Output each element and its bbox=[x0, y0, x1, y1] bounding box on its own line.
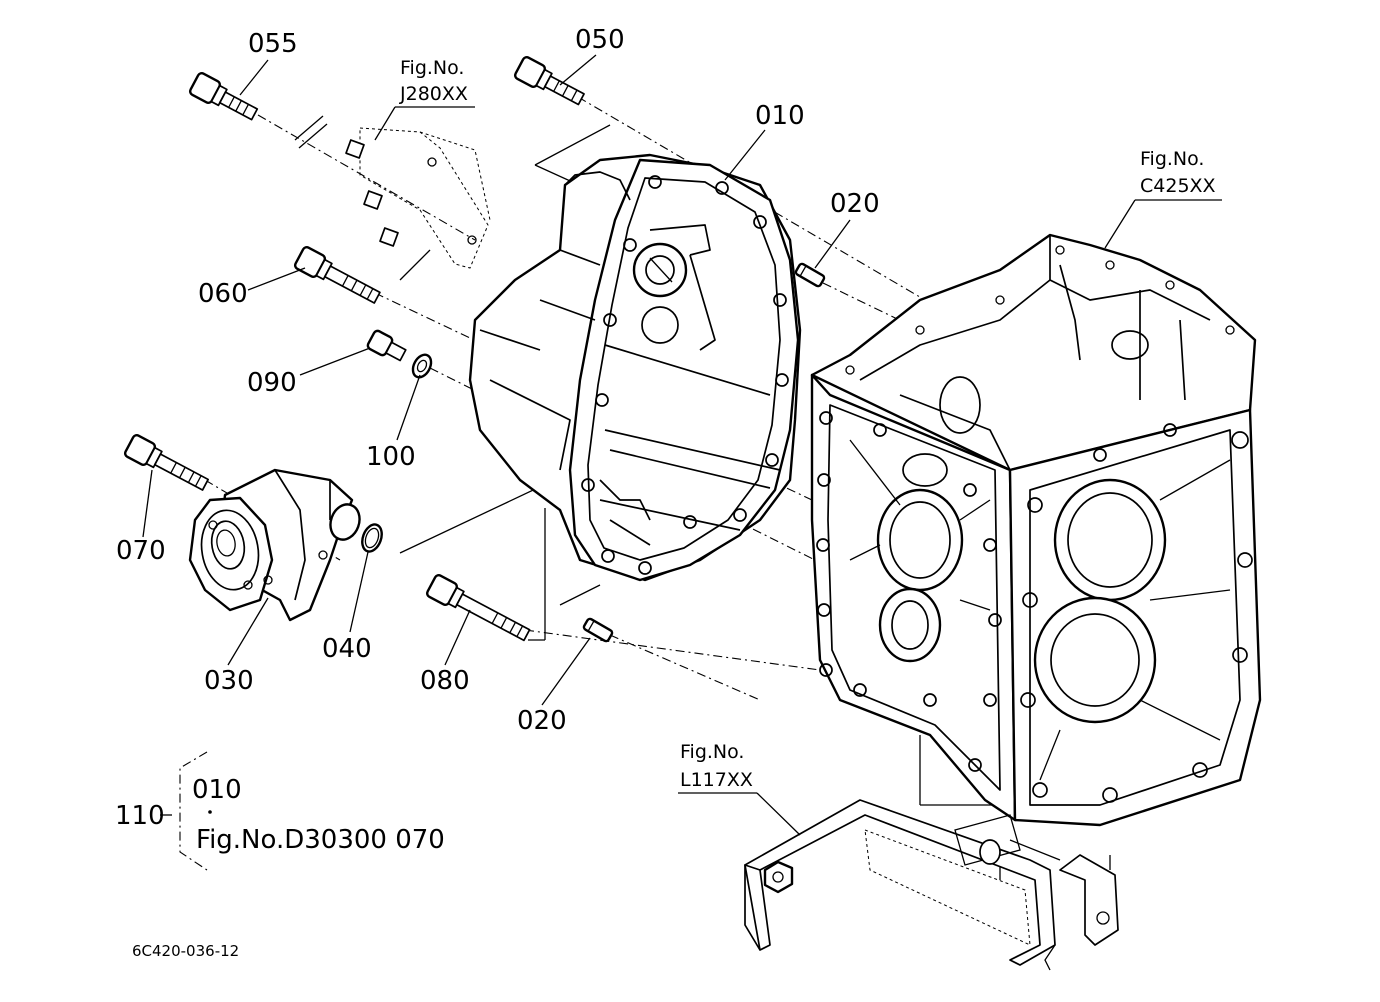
figref-l117-label: Fig.No. bbox=[680, 741, 744, 763]
figure-references: Fig.No. J280XX Fig.No. C425XX Fig.No. L1… bbox=[399, 57, 1216, 791]
washer-100[interactable] bbox=[409, 352, 434, 381]
assembly-separator-dot bbox=[208, 810, 212, 814]
figref-c425-number: C425XX bbox=[1140, 175, 1216, 197]
callout-020-lower: 020 bbox=[517, 706, 567, 736]
assembly-group-110: 110 010 Fig.No.D30300 070 bbox=[115, 751, 445, 871]
bolt-070[interactable] bbox=[123, 433, 211, 496]
bolt-060[interactable] bbox=[293, 245, 383, 309]
assembly-item-fig: Fig.No.D30300 070 bbox=[196, 825, 445, 855]
callout-010: 010 bbox=[755, 101, 805, 131]
pin-020-upper[interactable] bbox=[794, 262, 826, 288]
bolt-055[interactable] bbox=[188, 71, 260, 125]
callout-060: 060 bbox=[198, 279, 248, 309]
callout-030: 030 bbox=[204, 666, 254, 696]
bracket-j280-reference bbox=[345, 127, 491, 269]
callout-040: 040 bbox=[322, 634, 372, 664]
housing-030[interactable] bbox=[188, 468, 364, 622]
callout-labels: 055 050 010 020 060 090 100 070 030 040 … bbox=[116, 25, 880, 736]
cover-case-010[interactable] bbox=[468, 153, 802, 582]
bolt-050[interactable] bbox=[513, 55, 587, 110]
callout-070: 070 bbox=[116, 536, 166, 566]
bolt-080[interactable] bbox=[425, 573, 533, 646]
figref-j280-label: Fig.No. bbox=[400, 57, 464, 79]
pin-020-lower[interactable] bbox=[582, 617, 614, 643]
callout-100: 100 bbox=[366, 442, 416, 472]
figref-j280-number: J280XX bbox=[399, 83, 468, 105]
o-ring-040[interactable] bbox=[359, 522, 385, 554]
bracket-l117-reference bbox=[744, 799, 1119, 971]
drawing-code: 6C420-036-12 bbox=[132, 942, 239, 960]
callout-020-upper: 020 bbox=[830, 189, 880, 219]
callout-080: 080 bbox=[420, 666, 470, 696]
figref-l117-number: L117XX bbox=[680, 769, 753, 791]
transmission-case-c425-reference bbox=[810, 233, 1262, 827]
callout-055: 055 bbox=[248, 29, 298, 59]
leader-lines bbox=[142, 54, 1222, 836]
figref-c425-label: Fig.No. bbox=[1140, 148, 1204, 170]
callout-050: 050 bbox=[575, 25, 625, 55]
assembly-number: 110 bbox=[115, 801, 165, 831]
plug-090[interactable] bbox=[366, 329, 407, 364]
callout-090: 090 bbox=[247, 368, 297, 398]
assembly-item-010: 010 bbox=[192, 775, 242, 805]
